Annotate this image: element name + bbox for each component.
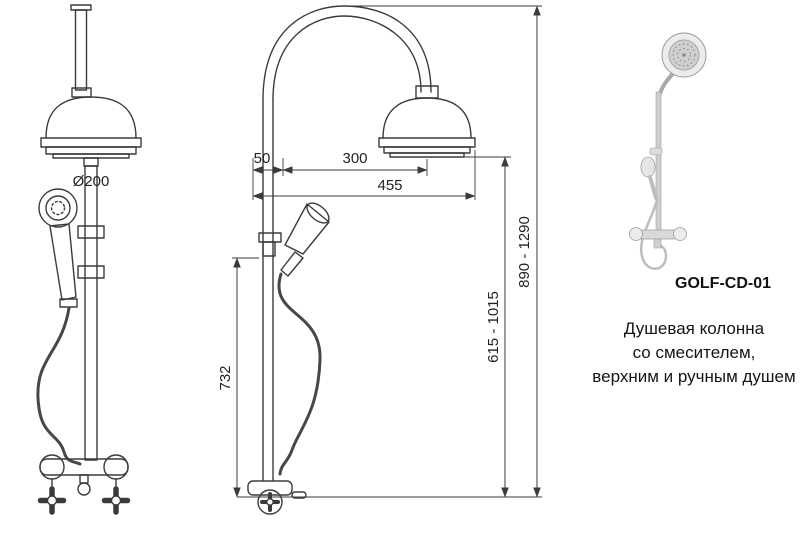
shower-head-side: [382, 97, 472, 139]
mixer-body: [39, 458, 129, 476]
diverter-knob: [77, 482, 91, 496]
dimension-label-arm-reach: 300: [342, 150, 367, 167]
photo-riser-pipe: [655, 91, 662, 235]
product-photo: [629, 32, 707, 270]
hand-shower-side: [284, 203, 330, 255]
product-info: GOLF-CD-01 Душевая колонна со смесителем…: [592, 275, 795, 386]
dimension-label-slide-bar-height: 732: [217, 365, 234, 390]
photo-hand-shower: [640, 156, 656, 178]
shower-hose: [36, 306, 82, 466]
hand-shower-handle: [49, 223, 77, 301]
product-description-line-1: Душевая колонна: [624, 319, 765, 338]
dimension-annotations: Ø200 50 300 455 732 615 - 1015 890 - 129…: [73, 5, 542, 498]
side-view-drawing: [247, 5, 476, 515]
photo-mixer: [637, 229, 679, 240]
slider-bracket: [77, 265, 105, 279]
product-description-line-3: верхним и ручным душем: [592, 367, 795, 386]
product-description-line-2: со смесителем,: [633, 343, 756, 362]
dimension-label-head-diameter: Ø200: [73, 173, 110, 190]
shower-head-rim: [40, 137, 142, 148]
slider-bracket: [77, 225, 105, 239]
front-view-drawing: [36, 4, 142, 515]
gooseneck-arc: [262, 5, 432, 101]
dimension-label-wall-offset: 50: [254, 150, 271, 167]
dimension-label-overall-height-range: 890 - 1290: [516, 216, 533, 288]
shower-hose-side: [277, 272, 322, 476]
dimension-label-column-height-range: 615 - 1015: [485, 291, 502, 363]
hand-shower-head: [38, 188, 78, 228]
product-code: GOLF-CD-01: [675, 275, 771, 292]
dimension-label-overall-reach: 455: [377, 177, 402, 194]
shower-head-dome: [45, 96, 137, 139]
riser-cap: [70, 4, 92, 11]
riser-pipe: [74, 9, 88, 91]
riser-pipe-side: [262, 99, 274, 481]
column-pipe: [84, 165, 98, 461]
